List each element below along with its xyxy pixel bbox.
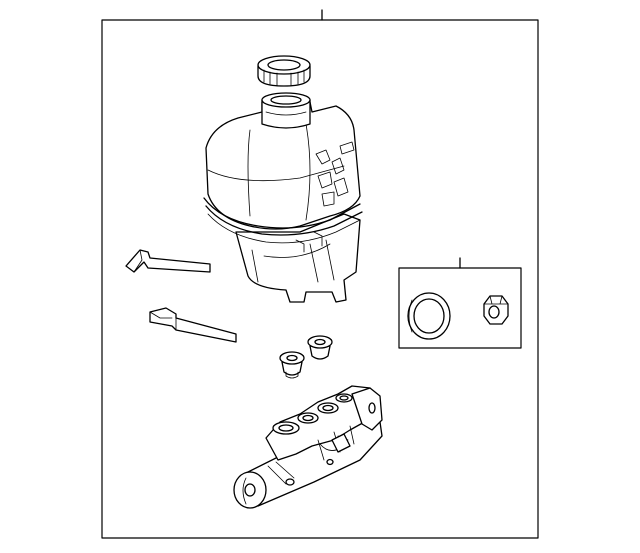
seal-kit-nut[interactable]	[483, 295, 509, 325]
master-cylinder-body[interactable]	[233, 385, 383, 509]
seal-kit-callout	[398, 257, 522, 349]
seal-kit-o-ring[interactable]	[407, 292, 451, 340]
grommet-fitting-right[interactable]	[307, 335, 333, 360]
bracket-pin-upper[interactable]	[125, 249, 211, 273]
fluid-reservoir[interactable]	[203, 92, 363, 303]
assembly-frame	[101, 9, 539, 539]
reservoir-cap[interactable]	[257, 55, 311, 87]
grommet-fitting-left[interactable]	[279, 351, 305, 379]
bracket-pin-lower[interactable]	[149, 307, 237, 343]
